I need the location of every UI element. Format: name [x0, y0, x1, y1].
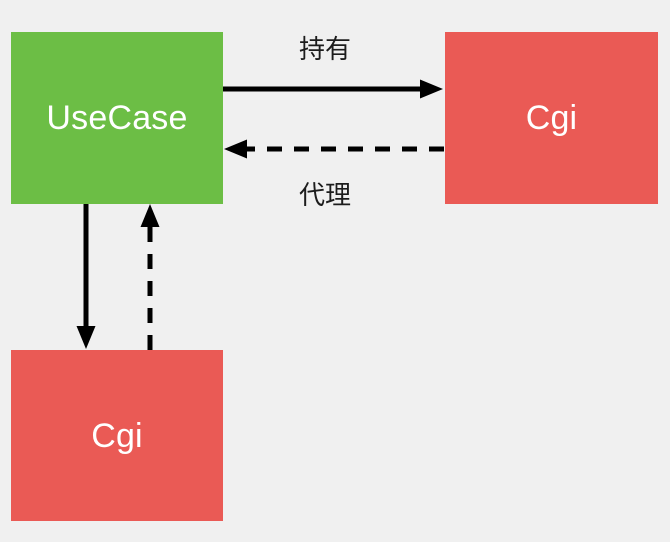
- edge-usecase-to-cgi-bottom: [76, 204, 96, 349]
- node-usecase[interactable]: UseCase: [11, 32, 223, 204]
- node-cgi-right[interactable]: Cgi: [445, 32, 658, 204]
- arrowhead-down: [76, 326, 96, 349]
- edge-cgi-right-to-usecase: [224, 139, 444, 159]
- node-cgi-bottom[interactable]: Cgi: [11, 350, 223, 521]
- edge-usecase-to-cgi-right: [223, 79, 443, 99]
- edge-cgi-bottom-to-usecase: [140, 204, 160, 350]
- arrowhead-left: [224, 139, 247, 159]
- node-cgi-bottom-label: Cgi: [91, 416, 143, 455]
- node-usecase-label: UseCase: [46, 99, 188, 137]
- node-cgi-right-label: Cgi: [525, 99, 578, 137]
- edge-label-hold: 持有: [299, 34, 352, 64]
- arrowhead-right: [420, 79, 443, 99]
- edge-label-proxy: 代理: [299, 180, 352, 210]
- arrowhead-up: [140, 204, 160, 227]
